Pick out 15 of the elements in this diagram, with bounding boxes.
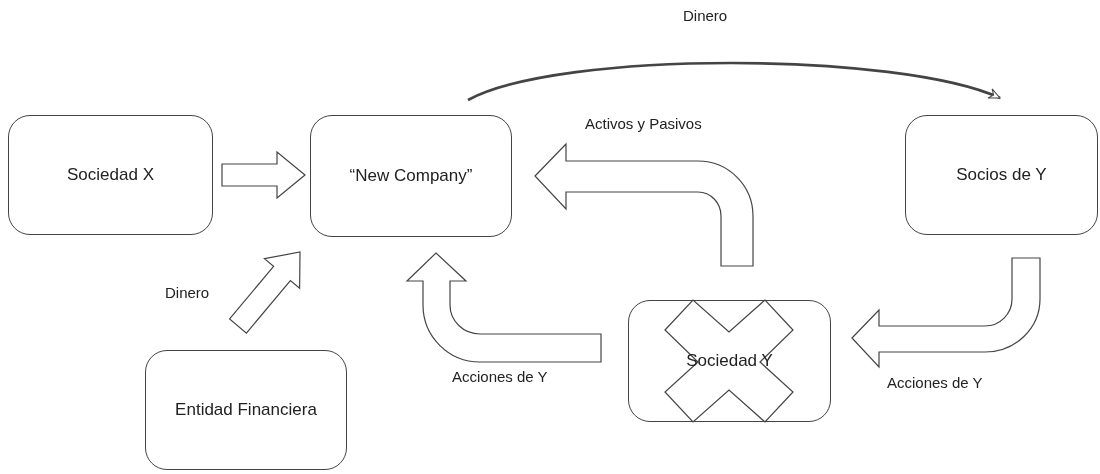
box-label: “New Company” — [348, 165, 474, 187]
box-label: Entidad Financiera — [174, 399, 318, 421]
block-arrow — [534, 143, 754, 267]
block-arrow — [851, 257, 1041, 368]
curved-arrow — [467, 61, 1001, 102]
box-label: Socios de Y — [955, 164, 1048, 186]
rounded-box — [8, 115, 213, 235]
box-label: Sociedad X — [66, 164, 155, 186]
rounded-box — [905, 115, 1098, 235]
block-arrow — [406, 252, 602, 363]
rounded-box — [310, 115, 512, 237]
block-arrow — [228, 251, 301, 334]
rounded-box — [628, 300, 831, 422]
rounded-box — [145, 350, 347, 470]
block-arrow — [221, 150, 306, 200]
